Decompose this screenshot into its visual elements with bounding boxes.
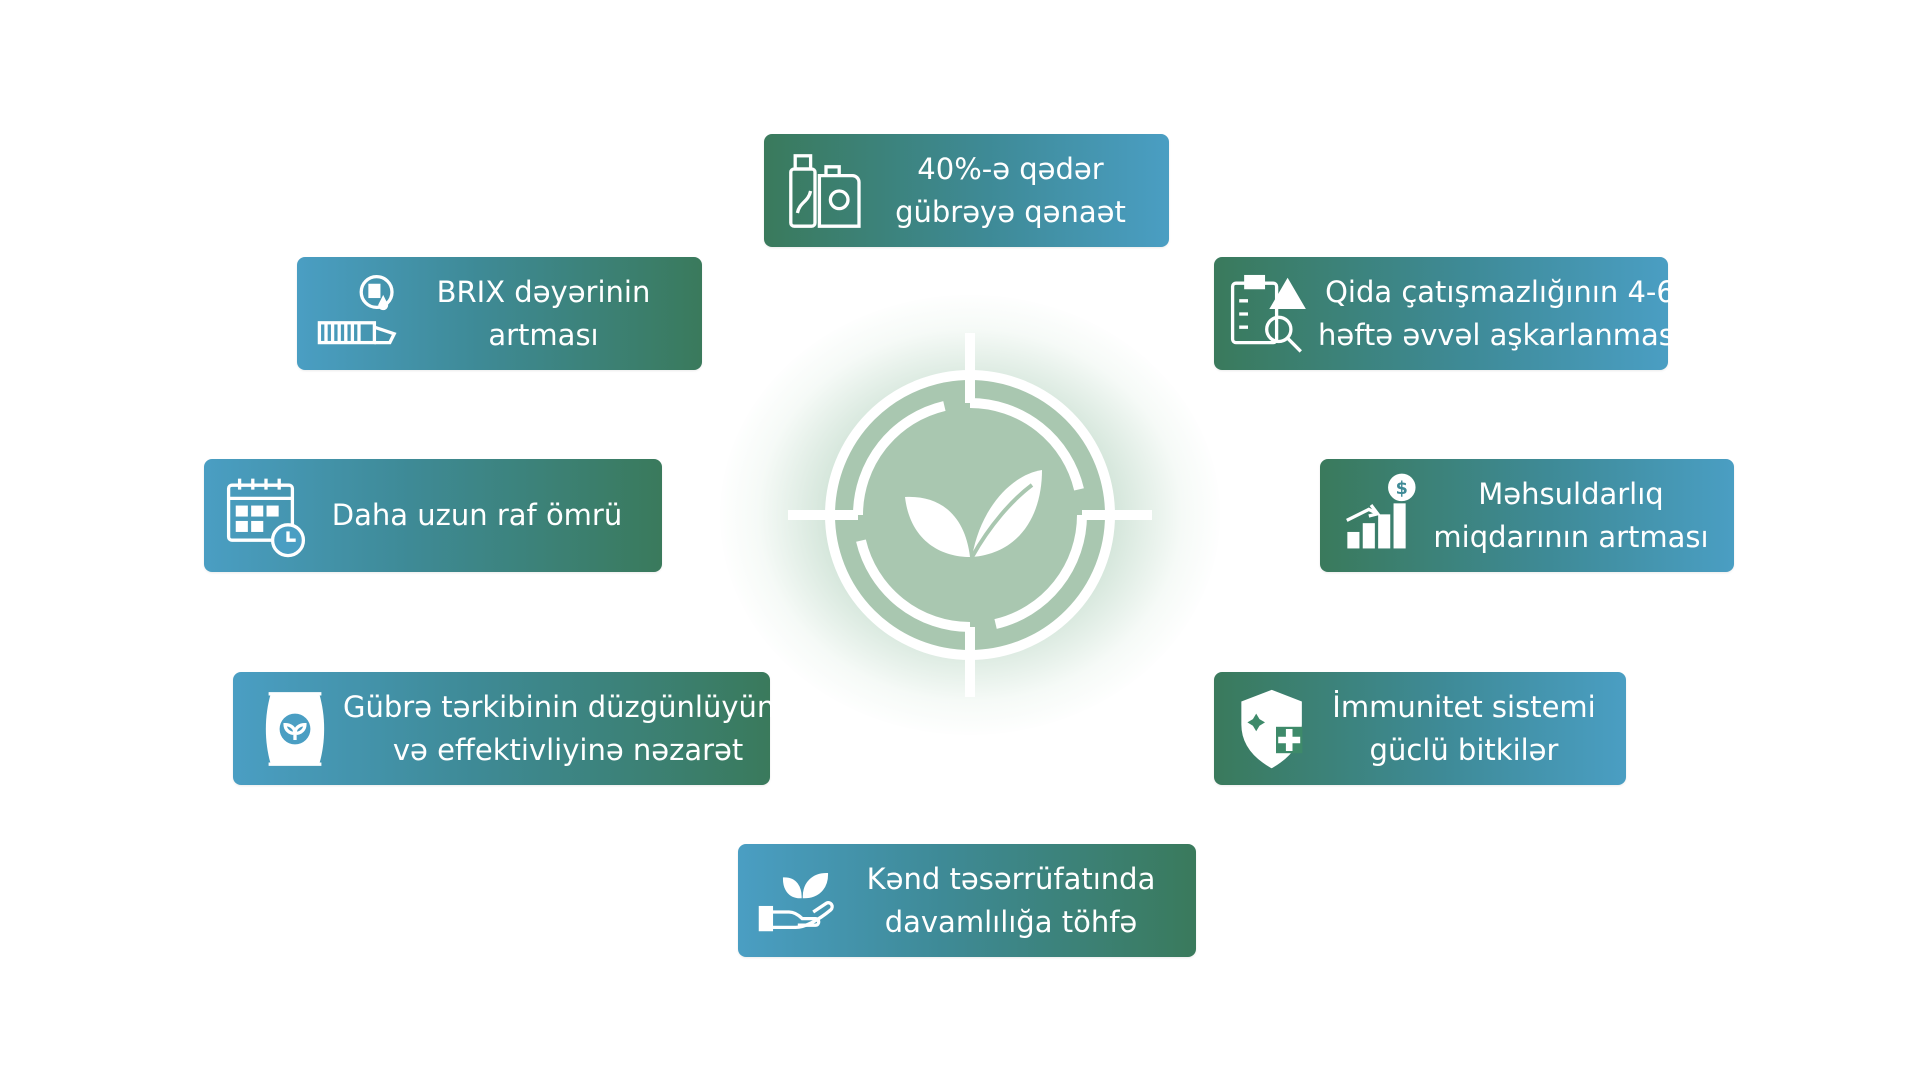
card-shelf-life: Daha uzun raf ömrü — [204, 459, 662, 572]
card-text-line-1: Kənd təsərrüfatında — [866, 861, 1156, 896]
card-text-line-1: Məhsuldarlıq — [1478, 476, 1664, 511]
card-immunity: İmmunitet sistemi güclü bitkilər — [1214, 672, 1626, 785]
card-fertilizer-control: Gübrə tərkibinin düzgünlüyünə və effektiv… — [233, 672, 793, 785]
fertilizer-bottles-icon — [778, 143, 874, 239]
card-fertilizer-saving: 40%-ə qədər gübrəyə qənaət — [764, 134, 1169, 247]
card-text-line-2: həftə əvvəl aşkarlanması — [1318, 317, 1682, 352]
card-brix: BRIX dəyərinin artması — [297, 257, 702, 370]
growth-chart-dollar-icon: $ — [1334, 468, 1430, 564]
refractometer-icon — [311, 266, 407, 362]
fertilizer-bag-icon — [247, 681, 343, 777]
card-text-line-2: gübrəyə qənaət — [895, 194, 1126, 229]
card-productivity: $ Məhsuldarlıq miqdarının artması — [1320, 459, 1734, 572]
card-text-line-1: 40%-ə qədər — [917, 151, 1104, 186]
card-sustainability: Kənd təsərrüfatında davamlılığa töhfə — [738, 844, 1196, 957]
card-text-line-2: miqdarının artması — [1433, 519, 1709, 554]
card-text-line-2: güclü bitkilər — [1369, 732, 1559, 767]
card-text-line-2: davamlılığa töhfə — [884, 904, 1138, 939]
shield-plus-icon — [1228, 681, 1324, 777]
card-text-line-1: BRIX dəyərinin — [436, 274, 651, 309]
target-leaf-icon — [788, 333, 1152, 697]
calendar-clock-icon — [218, 468, 314, 564]
card-text-line-1: Gübrə tərkibinin düzgünlüyünə — [343, 689, 794, 724]
card-text-line-1: Daha uzun raf ömrü — [331, 498, 623, 532]
card-text-line-1: Qida çatışmazlığının 4-6 — [1325, 274, 1675, 309]
card-nutrient-deficiency: Qida çatışmazlığının 4-6 həftə əvvəl aşka… — [1214, 257, 1682, 370]
svg-text:$: $ — [1396, 479, 1408, 499]
card-text-line-2: artması — [488, 317, 599, 352]
hand-leaf-icon — [752, 853, 848, 949]
clipboard-search-icon — [1222, 266, 1318, 362]
card-text-line-2: və effektivliyinə nəzarət — [392, 732, 744, 767]
card-text-line-1: İmmunitet sistemi — [1332, 689, 1596, 724]
